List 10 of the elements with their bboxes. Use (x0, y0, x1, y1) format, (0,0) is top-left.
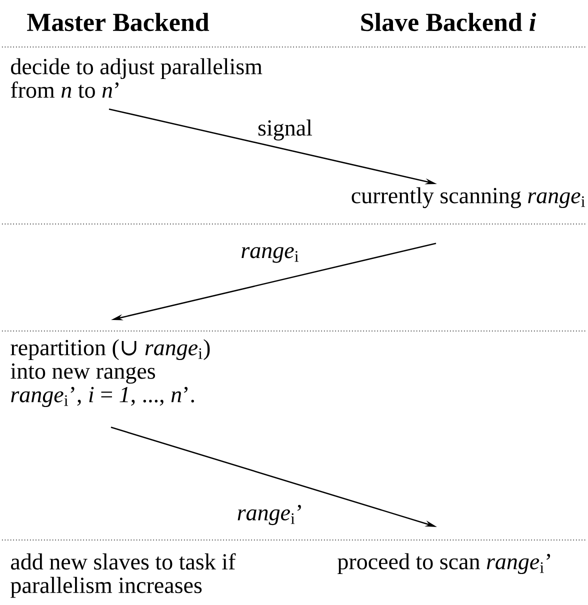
column-heading: Slave Backend i (361, 12, 536, 32)
edge-label: range$_{i}$ (240, 246, 300, 264)
step-text: decide to adjust parallelism from n to n’ (10, 58, 262, 98)
step-text: proceed to scan range$_{i}$’ (338, 553, 550, 574)
edge-label: range$_{i}$’ (236, 504, 304, 526)
step-text: currently scanning range$_{i}$ (352, 187, 585, 208)
edge-label: signal (256, 118, 314, 142)
column-heading: Master Backend (27, 12, 210, 32)
step-text: repartition (∪ range$_{i}$) into new ranges range$_{i}$’, i = 1, ..., n’. (10, 339, 210, 408)
step-text: add new slaves to task if parallelism increases (10, 553, 236, 598)
